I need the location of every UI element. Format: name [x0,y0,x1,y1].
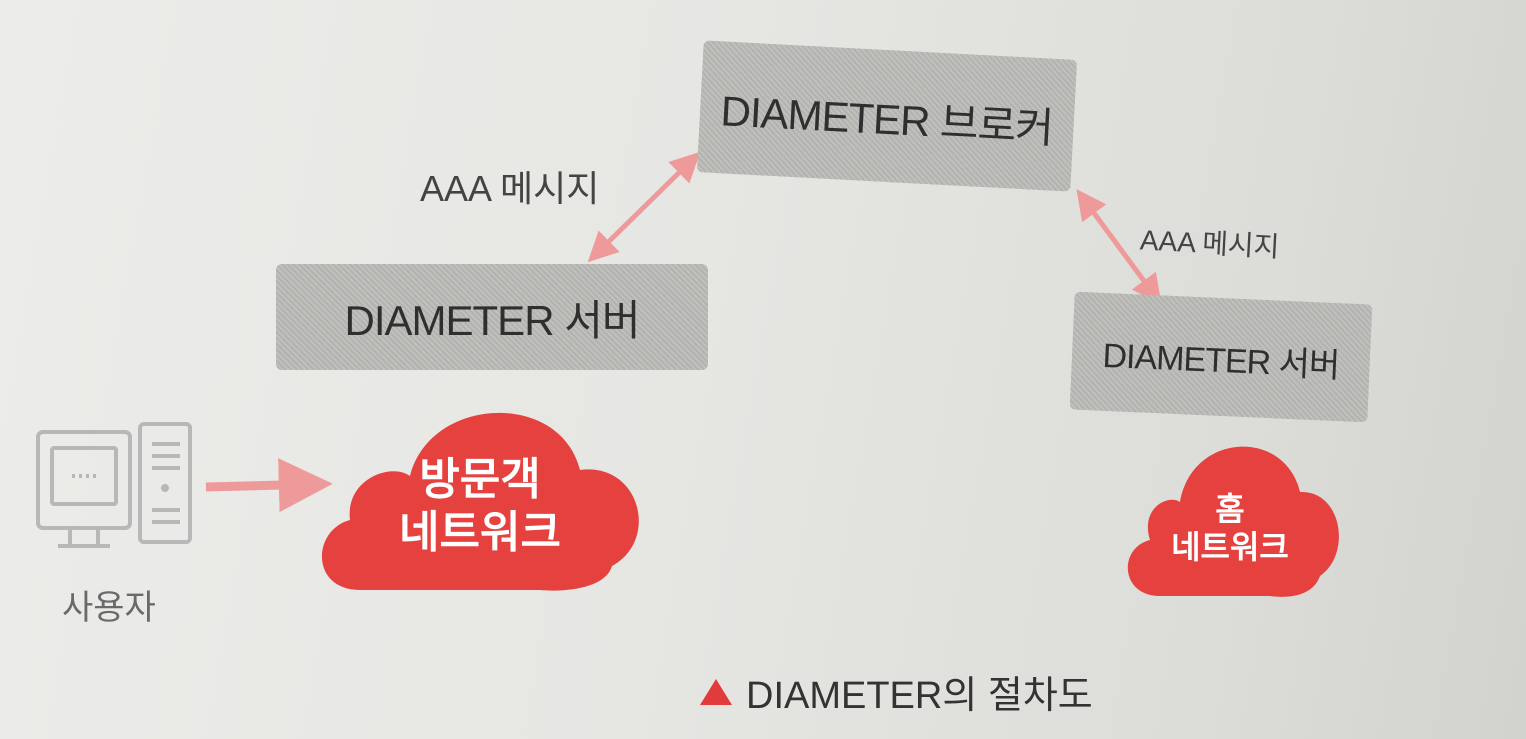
server-right-label: DIAMETER 서버 [1101,336,1340,385]
visited-network-line2: 네트워크 [399,507,561,557]
visited-network-label: 방문객 네트워크 [360,454,600,560]
broker-label: DIAMETER 브로커 [719,86,1055,152]
visited-network-line1: 방문객 [419,455,541,504]
diameter-broker-box: DIAMETER 브로커 [696,40,1078,192]
home-network-line2: 네트워크 [1171,529,1289,566]
diameter-server-left-box: DIAMETER 서버 [276,264,708,370]
arrow-user-to-cloud [205,458,333,513]
arrow-right-broker [1076,189,1162,305]
home-network-cloud [1127,446,1339,597]
diameter-server-right-box: DIAMETER 서버 [1069,291,1373,423]
user-label: 사용자 [62,589,156,627]
computer-icon [36,422,192,548]
aaa-message-right-label: AAA 메시지 [1139,224,1281,263]
home-network-line1: 홈 [1215,491,1245,527]
figure-caption: DIAMETER의 절차도 [700,664,1093,719]
visited-network-cloud [321,412,639,591]
home-network-label: 홈 네트워크 [1150,490,1310,567]
server-left-label: DIAMETER 서버 [344,296,641,344]
triangle-icon [700,678,732,705]
caption-text: DIAMETER의 절차도 [746,675,1093,717]
aaa-message-left-label: AAA 메시지 [420,168,600,209]
arrow-left-broker [587,151,701,263]
